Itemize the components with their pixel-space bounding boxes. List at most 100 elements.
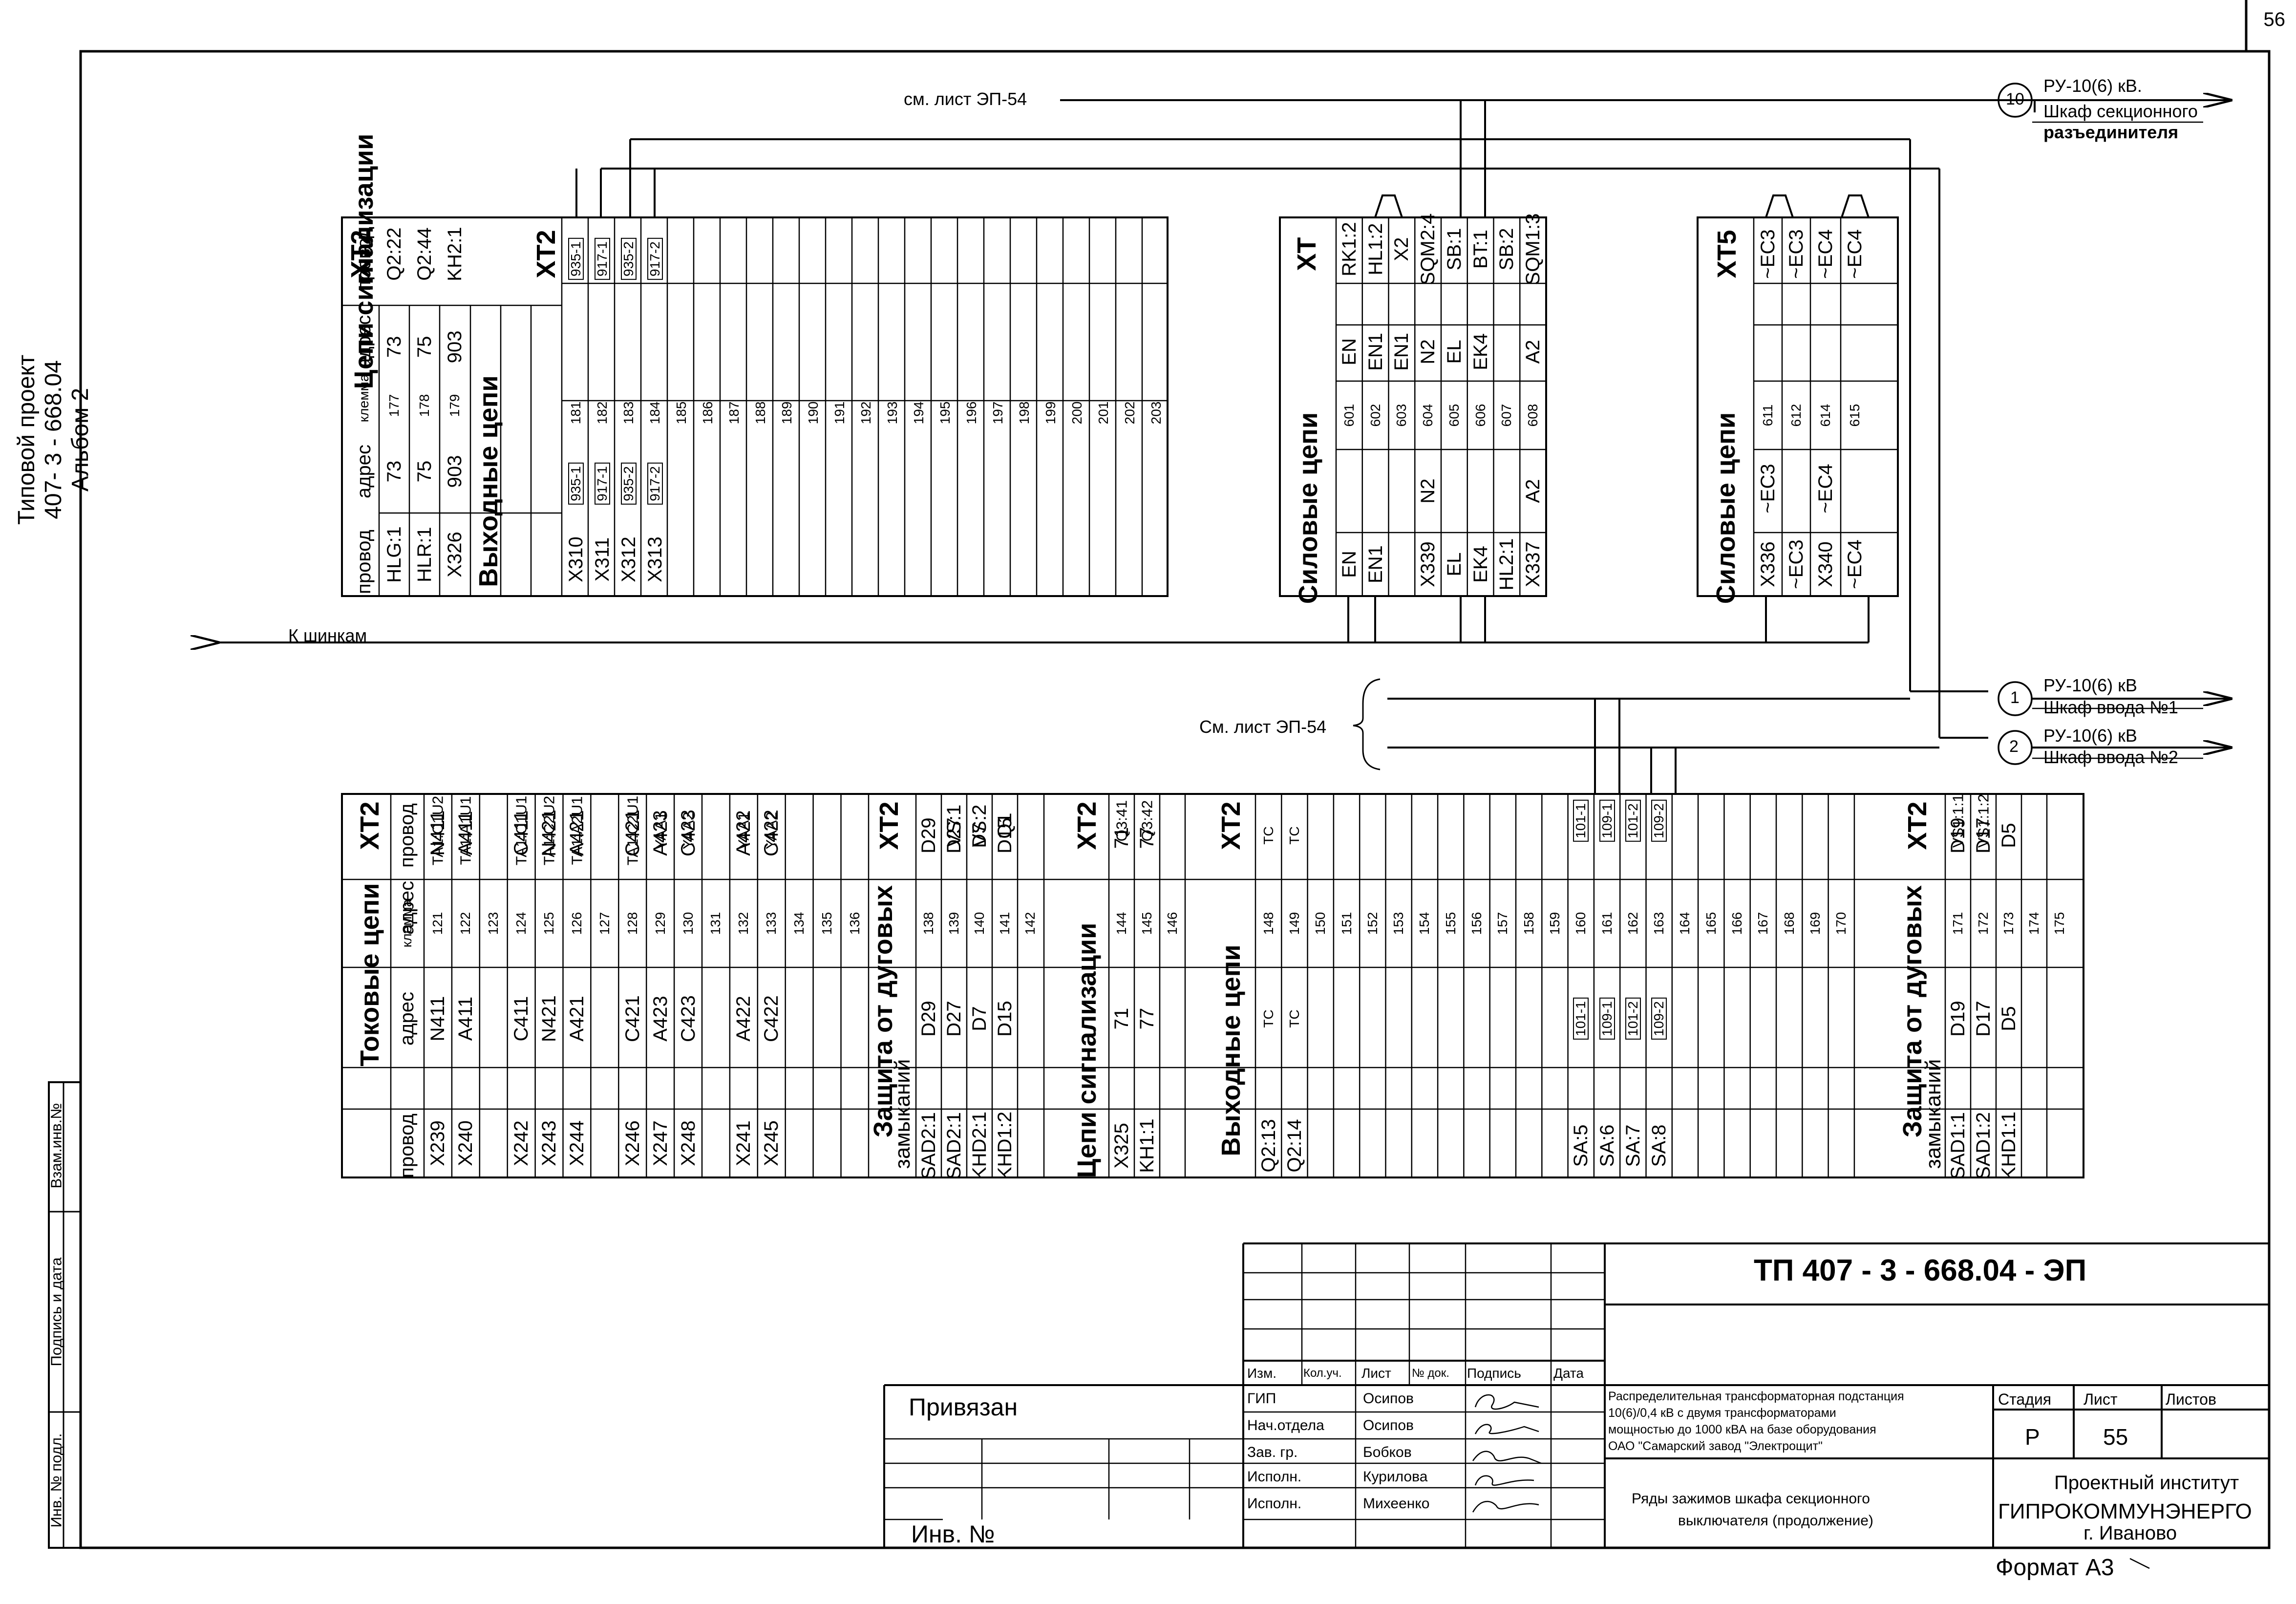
- xt2-bot-out-section-title: Выходные цепи: [1216, 944, 1246, 1156]
- xt2-bot-cur-clamp: 134: [791, 912, 807, 935]
- xt5-clamp: 615: [1847, 404, 1862, 427]
- xt2-bot-out-clamp: 151: [1339, 912, 1354, 935]
- xt2-top-sig-clamp: 179: [447, 394, 462, 417]
- xt2-bot-cur-addr-left: A411: [455, 996, 477, 1041]
- xt2-bot-cur-clamp: 126: [569, 912, 584, 935]
- xt2-bot-out-wire-left: Q2:13: [1257, 1119, 1279, 1173]
- xt2-bot-arc-clamp: 138: [921, 912, 936, 935]
- tb-h-sign: Подпись: [1467, 1366, 1521, 1381]
- xt2-bot-out-addr-left: TC: [1260, 1009, 1276, 1028]
- xt-addr-right: EN: [1338, 338, 1360, 365]
- xt2-top-out-clamp: 197: [990, 401, 1005, 425]
- xt2-top-sig-wire-right: KH2:1: [444, 227, 466, 281]
- xt2-top-out-clamp: 188: [753, 401, 768, 425]
- dest-10-number: 10: [2006, 90, 2024, 108]
- xt5-wire-right: ~EC4: [1844, 229, 1866, 279]
- xt2-bot-arc2-addr-left: D19: [1947, 1001, 1969, 1037]
- xt2-bot-out-wire-left: SA:8: [1648, 1124, 1670, 1167]
- xt2-bot-sig-wire-left: KH1:1: [1136, 1118, 1158, 1173]
- tb-sheet: 55: [2103, 1424, 2128, 1450]
- xt-frame: [1279, 216, 1547, 597]
- xt2-bot-cur-clamp: 121: [430, 912, 446, 935]
- xt2-bot-cur-addr-left: N421: [538, 995, 560, 1042]
- xt2-bot-out-clamp: 162: [1625, 912, 1640, 935]
- tb-name-4: Михеенко: [1363, 1496, 1430, 1512]
- xt2-bot-out-wire-right: 101-2: [1625, 800, 1641, 842]
- xt-clamp: 604: [1420, 404, 1436, 427]
- xt5-wire-right: ~EC4: [1815, 229, 1836, 279]
- xt2-top-sig-wire-right: Q2:22: [383, 227, 405, 281]
- dest-2-line1: РУ-10(6) кВ: [2043, 726, 2137, 746]
- xt2-top-sig-clamp: 178: [417, 394, 432, 417]
- xt2-bot-out-wire-right: 101-1: [1573, 800, 1589, 842]
- xt2-bot-sig-clamp: 144: [1114, 912, 1129, 935]
- xt2-top-out-addr-left: 935-2: [621, 463, 637, 505]
- xt-clamp: 606: [1472, 404, 1488, 427]
- xt2-bot-out-clamp: 155: [1443, 912, 1458, 935]
- xt2-bot-cur-clamp: 136: [847, 912, 862, 935]
- dest-1-line2: Шкаф ввода №1: [2043, 697, 2178, 717]
- xt-wire-left: HL2:1: [1496, 538, 1518, 591]
- tb-name-1: Осипов: [1363, 1417, 1414, 1433]
- xt2-bot-cur-wire-right: YAA1: [652, 812, 669, 850]
- xt2-bot-cur-clamp: 124: [513, 912, 529, 935]
- xt2-bot-cur-wire-left: X245: [761, 1120, 783, 1166]
- xt2-top-out-wire-left: X313: [644, 536, 666, 582]
- xt2-bot-arc-addr-left: D27: [943, 1001, 965, 1037]
- xt2-top-out-clamp: 182: [595, 401, 610, 425]
- xt2-bot-h-wire: провод: [396, 1113, 418, 1178]
- tb-bound: Привязан: [909, 1393, 1018, 1421]
- xt2-bot-sig-wire-left: X325: [1111, 1123, 1132, 1169]
- xt-section-title: Силовые цепи: [1294, 412, 1323, 604]
- xt2-bot-cur-wire-left: X247: [649, 1120, 671, 1166]
- xt2-bot-cur-clamp: 123: [486, 912, 501, 935]
- xt2-bot-arc2-clamp: 173: [2001, 912, 2016, 935]
- xt5-wire-left: X336: [1757, 541, 1779, 587]
- xt-wire-right: BT:1: [1469, 229, 1491, 269]
- dest-1-line1: РУ-10(6) кВ: [2043, 675, 2137, 695]
- xt2-bot-cur-wire-left: X243: [538, 1120, 560, 1166]
- xt2-bot-sig-clamp: 145: [1139, 912, 1154, 935]
- xt2-bot-out-clamp: 149: [1286, 912, 1302, 935]
- xt2-top-out-addr-left: 917-1: [595, 463, 610, 505]
- xt2-bot-arc2-clamp: 175: [2052, 912, 2067, 935]
- xt2-bot-arc2-title: XT2: [1903, 801, 1932, 850]
- xt2-top-h-addr-left: адрес: [353, 444, 375, 499]
- xt2-top-h-clamp: клемма: [356, 374, 371, 423]
- xt2-top-out-wire-left: X311: [592, 537, 613, 582]
- signature-marks: [1472, 1394, 1542, 1513]
- xt2-top-out-clamp: 186: [700, 401, 715, 425]
- title-block-lines: [883, 1242, 2269, 1548]
- xt-addr-right: EN1: [1364, 333, 1386, 371]
- xt2-top-out-clamp: 196: [964, 401, 979, 425]
- xt2-bot-arc-addr-left: D15: [994, 1001, 1016, 1037]
- xt2-top-out-clamp: 200: [1069, 401, 1084, 425]
- xt2-bot-cur-clamp: 132: [736, 912, 751, 935]
- xt2-top-out-clamp: 183: [621, 401, 636, 425]
- xt2-bot-arc-addr-right: D29: [918, 817, 939, 854]
- xt2-bot-cur-wire-right: YAA1: [735, 812, 752, 850]
- xt2-bot-cur-wire-right: TA1:A2U1: [568, 796, 586, 865]
- xt2-bot-out-addr-left: 109-2: [1651, 998, 1667, 1040]
- xt2-bot-out-clamp: 164: [1677, 912, 1693, 935]
- tb-inv-no: Инв. №: [911, 1520, 995, 1548]
- xt2-bot-cur-wire-right: TA1:A1U1: [457, 796, 474, 865]
- tb-project-1: Распределительная трансформаторная подст…: [1608, 1390, 1904, 1403]
- xt2-top-out-clamp: 199: [1043, 401, 1058, 425]
- xt2-bot-out-clamp: 170: [1833, 912, 1849, 935]
- xt2-bot-out-clamp: 156: [1469, 912, 1485, 935]
- tb-h-sheet: Лист: [2083, 1390, 2118, 1408]
- sheet-frame: [79, 50, 2271, 1549]
- tb-role-2: Зав. гр.: [1247, 1444, 1298, 1460]
- xt-addr-right: N2: [1417, 339, 1439, 364]
- xt2-bot-out-addr-left: 109-1: [1599, 998, 1615, 1040]
- xt2-bot-cur-wire-right: TA1:C2U2: [540, 795, 558, 866]
- tb-h-date: Дата: [1553, 1366, 1584, 1381]
- xt2-bot-cur-wire-left: X248: [677, 1120, 699, 1166]
- xt2-bot-cur-clamp: 128: [624, 912, 640, 935]
- xt2-bot-out-clamp: 166: [1729, 912, 1745, 935]
- xt2-bot-cur-clamp: 125: [541, 912, 557, 935]
- xt-addr-right: EL: [1443, 340, 1465, 364]
- doc-code: ТП 407 - 3 - 668.04 - ЭП: [1754, 1254, 2087, 1287]
- xt2-bot-arc2-wire-left: KHD1:1: [1998, 1111, 2020, 1180]
